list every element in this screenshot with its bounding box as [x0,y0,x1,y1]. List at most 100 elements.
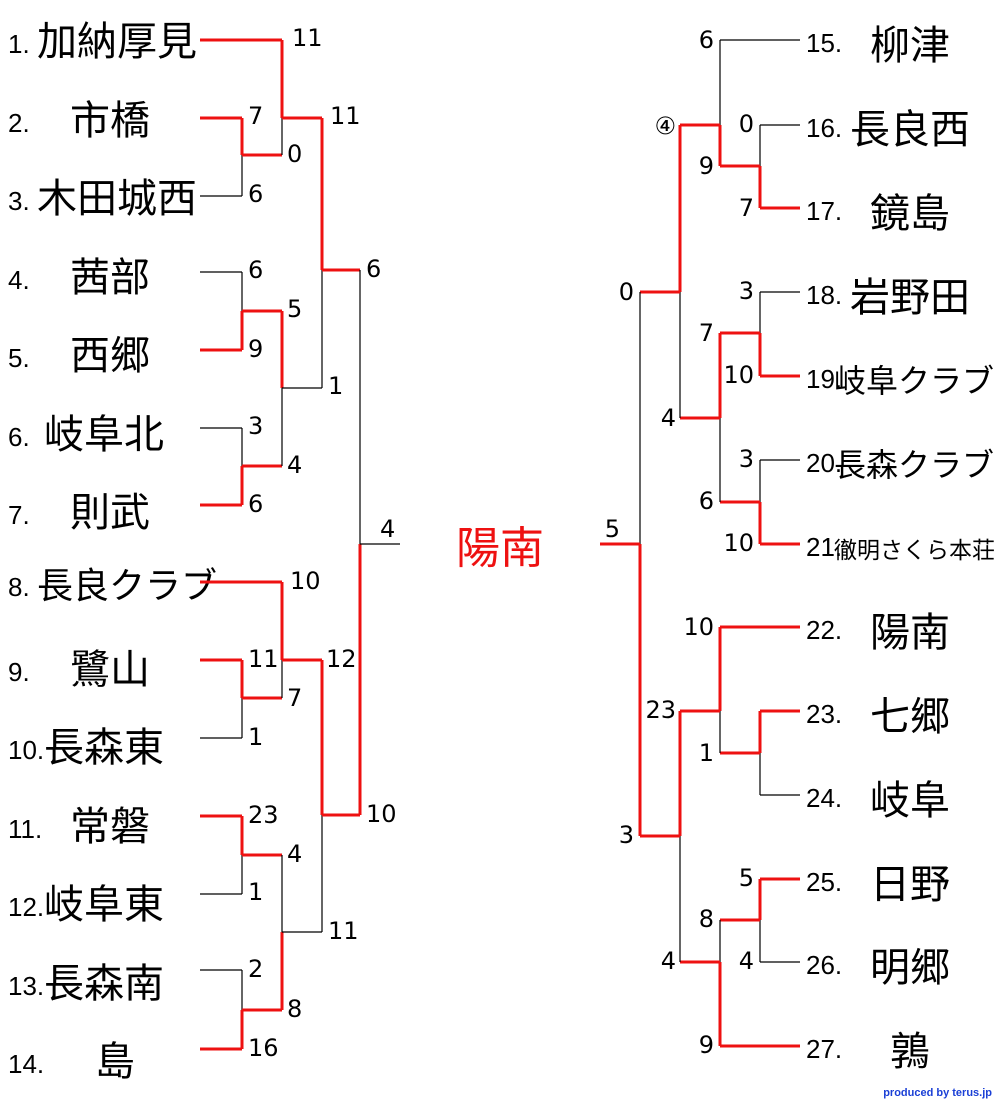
score: 6 [248,180,263,208]
champion-name: 陽南 [456,523,544,574]
team-name: 徹明さくら本荘 [834,538,995,564]
score: 3 [739,277,754,305]
team-name: 木田城西 [37,176,197,222]
team-name: 長良クラブ [37,566,217,607]
team-entry: 19. 岐阜クラブ [806,362,994,400]
team-name: 岐阜 [870,778,950,824]
team-entry: 21. 徹明さくら本荘 [806,532,995,564]
score: 4 [287,840,302,868]
team-name: 鶉 [890,1029,930,1075]
score: 2 [248,955,263,983]
score: 11 [330,102,361,130]
seed-number: 2. [8,108,30,138]
score: 11 [328,917,359,945]
seed-number: 7. [8,500,30,530]
score: 23 [645,696,676,724]
seed-number: 24. [806,783,842,813]
team-name: 則武 [70,490,150,536]
team-entry: 7. 則武 [8,490,150,536]
score: 23 [248,801,279,829]
team-name: 鷺山 [70,647,150,693]
score: 5 [287,295,302,323]
seed-number: 4. [8,265,30,295]
score: 10 [290,567,321,595]
score: 10 [723,529,754,557]
team-name: 岐阜東 [44,882,164,928]
team-entry: 14. 島 [8,1039,135,1085]
team-name: 西郷 [70,333,150,379]
team-name: 長森東 [44,725,164,771]
right-team-list: 15. 柳津 16. 長良西 17. 鏡島 18. 岩野田 19. 岐阜クラブ … [806,23,995,1075]
seed-number: 9. [8,657,30,687]
team-entry: 10. 長森東 [8,725,164,771]
left-team-list: 1. 加納厚見 2. 市橋 3. 木田城西 4. 茜部 5. 西郷 6. 岐阜北… [8,19,217,1085]
team-name: 長森クラブ [834,446,994,484]
team-entry: 20. 長森クラブ [806,446,994,484]
score: 4 [661,404,676,432]
score: 9 [248,335,263,363]
team-entry: 9. 鷺山 [8,647,150,693]
team-name: 常磐 [70,804,150,850]
seed-number: 18. [806,280,842,310]
team-entry: 6. 岐阜北 [8,412,164,458]
team-name: 陽南 [870,610,950,656]
seed-number: 13. [8,971,44,1001]
score: 6 [699,26,714,54]
score: 8 [287,995,302,1023]
seed-number: 15. [806,28,842,58]
team-entry: 2. 市橋 [8,98,150,144]
seed-number: 19. [806,364,842,394]
score: 4 [661,947,676,975]
team-name: 島 [95,1039,135,1085]
score: 9 [699,1031,714,1059]
score: 6 [248,490,263,518]
seed-number: 27. [806,1034,842,1064]
score: 1 [248,878,263,906]
score: 8 [699,905,714,933]
right-scores: 6 0 7 ④ 9 3 10 3 10 7 6 0 4 10 1 23 5 4 … [605,26,754,1059]
score: 6 [366,255,381,283]
seed-number: 12. [8,892,44,922]
seed-number: 5. [8,343,30,373]
seed-number: 26. [806,950,842,980]
score: 0 [619,278,634,306]
seed-number: 16. [806,113,842,143]
seed-number: 6. [8,422,30,452]
team-entry: 5. 西郷 [8,333,150,379]
left-scores: 11 11 7 6 0 6 9 3 6 5 4 6 1 10 11 1 7 23… [248,24,397,1062]
team-entry: 8. 長良クラブ [8,566,217,607]
team-name: 鏡島 [870,191,950,237]
credit-link[interactable]: produced by terus.jp [883,1087,992,1099]
team-entry: 26. 明郷 [806,945,950,991]
left-bracket-lines [200,38,400,1051]
score: 4 [380,515,395,543]
seed-number: 1. [8,29,30,59]
score: 16 [248,1034,279,1062]
team-name: 茜部 [70,255,150,301]
team-entry: 11. 常磐 [8,804,150,850]
score: 7 [287,684,302,712]
team-entry: 18. 岩野田 [806,275,970,321]
score: 10 [683,613,714,641]
seed-number: 11. [8,814,42,844]
score: ④ [654,112,676,140]
seed-number: 20. [806,448,842,478]
team-name: 七郷 [870,694,950,740]
team-entry: 22. 陽南 [806,610,950,656]
score: 7 [699,319,714,347]
score: 12 [326,645,357,673]
team-name: 長森南 [44,961,164,1007]
score: 7 [739,194,754,222]
team-entry: 4. 茜部 [8,255,150,301]
team-entry: 12. 岐阜東 [8,882,164,928]
team-entry: 3. 木田城西 [8,176,197,222]
score: 10 [723,361,754,389]
team-name: 岐阜北 [44,412,164,458]
score: 5 [605,515,620,543]
score: 3 [248,412,263,440]
team-entry: 24. 岐阜 [806,778,950,824]
score: 4 [287,451,302,479]
seed-number: 22. [806,615,842,645]
seed-number: 3. [8,186,30,216]
score: 3 [619,821,634,849]
